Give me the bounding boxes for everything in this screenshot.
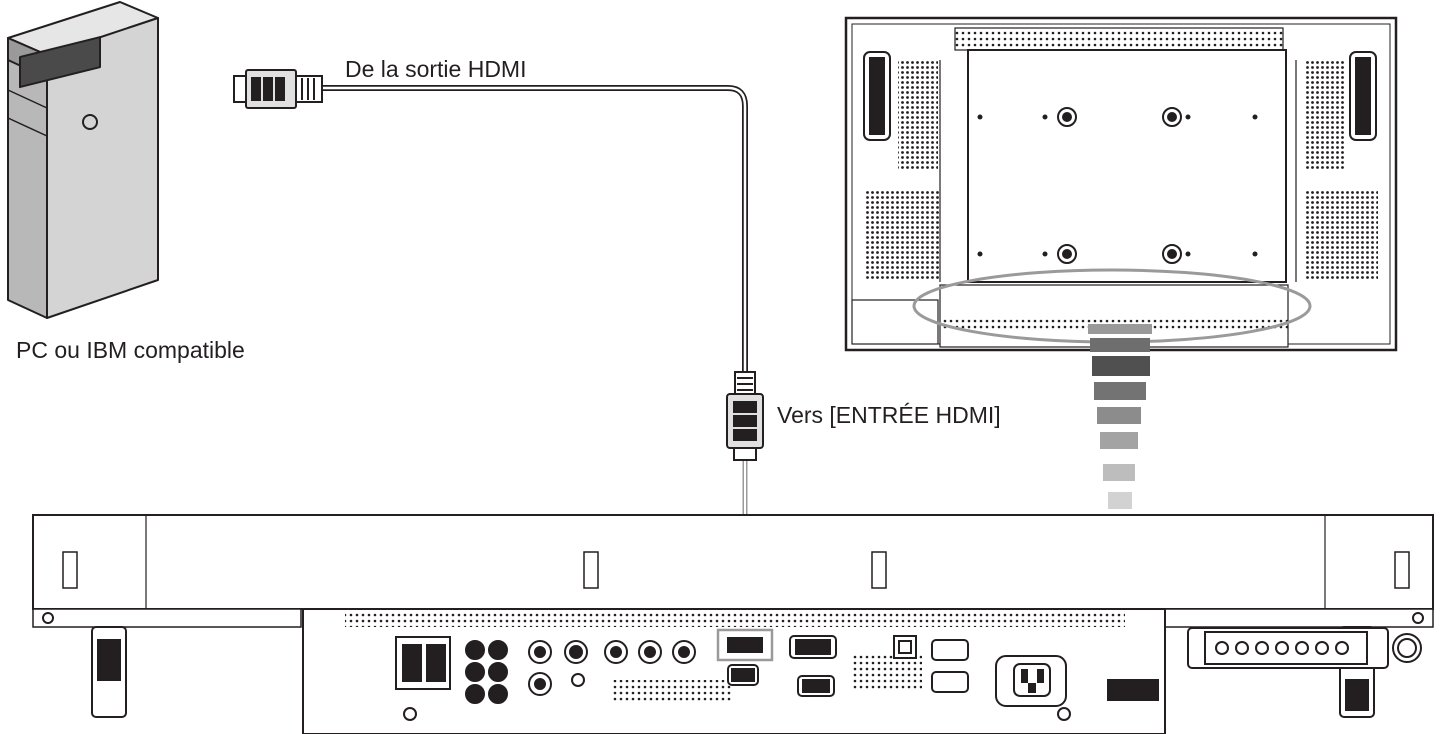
display-input-label: Vers [ENTRÉE HDMI] bbox=[777, 402, 1001, 428]
hdmi-plug-display-icon bbox=[726, 371, 764, 461]
zoom-indicator bbox=[1088, 324, 1152, 539]
hdmi-plug-source-icon bbox=[233, 69, 323, 109]
display-connector-panel bbox=[32, 514, 1434, 734]
pc-label: PC ou IBM compatible bbox=[16, 337, 245, 363]
display-rear-icon bbox=[844, 16, 1398, 352]
pc-tower-icon bbox=[7, 1, 159, 319]
source-output-label: De la sortie HDMI bbox=[345, 56, 527, 82]
